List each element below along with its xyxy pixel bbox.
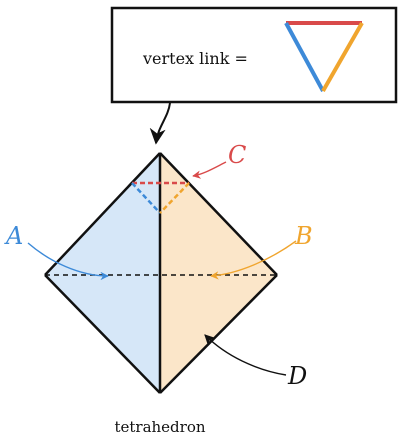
label-c: C — [228, 141, 246, 169]
vertex-link-triangle — [284, 21, 364, 92]
label-a: A — [4, 222, 23, 250]
vertex-link-edge-left — [284, 22, 325, 92]
face-b-fill — [160, 153, 277, 393]
tetrahedron-caption: tetrahedron — [114, 418, 205, 436]
vertex-link-edge-right — [321, 22, 364, 92]
edge-top-left — [44, 152, 161, 276]
label-d-arrow — [204, 334, 287, 376]
vertex-link-label: vertex link = — [142, 49, 248, 68]
vertex-link-box: vertex link = — [110, 6, 398, 104]
link-edge-blue — [131, 182, 161, 214]
label-d: D — [287, 362, 307, 390]
tetrahedron — [44, 152, 278, 394]
link-edge-orange — [159, 182, 190, 214]
label-b: B — [294, 222, 313, 250]
edge-bottom-left — [44, 274, 161, 394]
box-to-apex-arrow — [149, 102, 171, 145]
edge-top-right — [159, 152, 278, 276]
edge-bottom-right — [159, 274, 278, 394]
label-b-arrow — [210, 240, 297, 280]
face-a-fill — [45, 153, 160, 393]
label-c-arrow — [192, 161, 227, 179]
label-a-arrow — [27, 242, 109, 281]
